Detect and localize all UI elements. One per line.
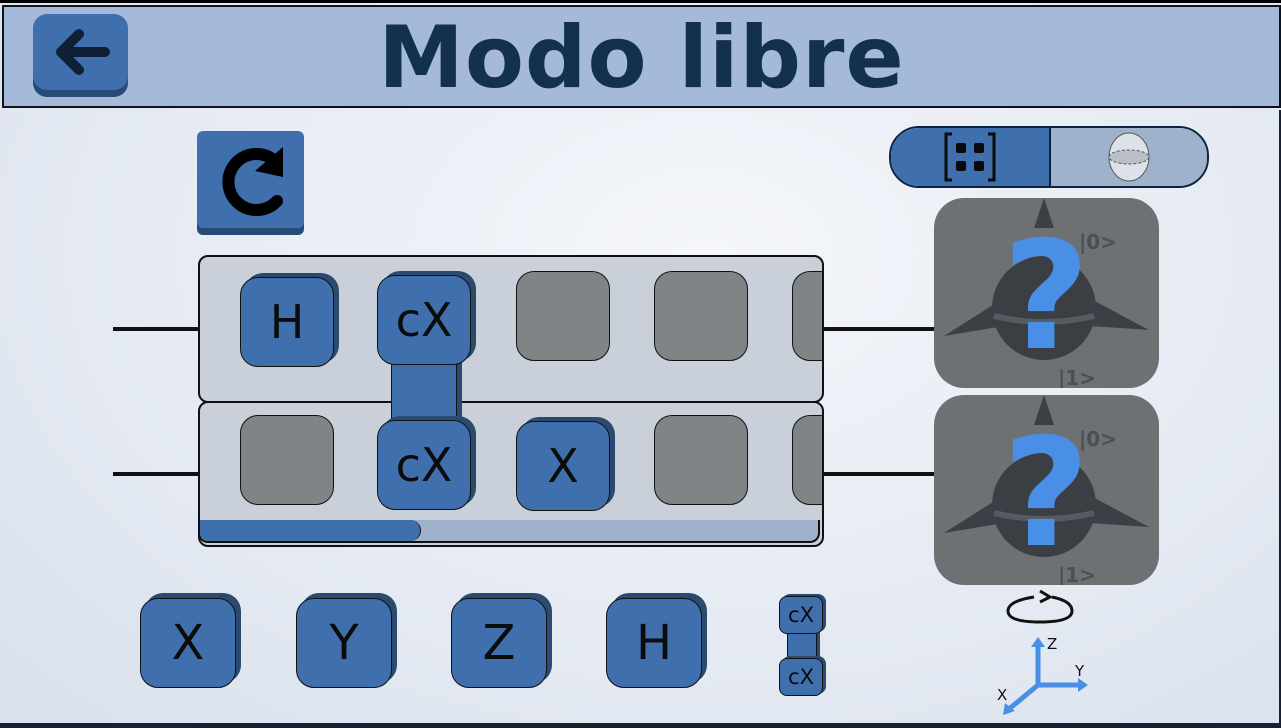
question-mark-icon: ? [1002, 407, 1089, 581]
palette-cx-control: cX [779, 596, 823, 634]
bloch-sphere-graphic [944, 198, 1149, 360]
palette-gate-h[interactable]: H [606, 598, 702, 688]
axis-y-label: Y [1075, 662, 1085, 680]
matrix-icon [944, 132, 996, 182]
bloch-sphere-icon [1108, 132, 1150, 182]
empty-slot[interactable] [792, 415, 822, 505]
qubit-wire-0-left [113, 327, 199, 331]
cx-connector [391, 362, 457, 424]
empty-slot[interactable] [654, 415, 748, 505]
ket-zero-label: |0> [1079, 230, 1117, 254]
ket-one-label: |1> [1058, 563, 1096, 585]
empty-slot[interactable] [516, 271, 610, 361]
empty-slot[interactable] [240, 415, 334, 505]
ket-zero-label: |0> [1079, 427, 1117, 451]
svg-text:?: ? [1002, 210, 1089, 384]
rotate-icon[interactable] [1000, 587, 1080, 627]
scrollbar-thumb[interactable] [200, 520, 421, 541]
redo-arrow-icon [222, 147, 283, 216]
header-bar: Modo libre [2, 5, 1281, 108]
qubit-wire-1-right [820, 472, 1000, 476]
circuit-gate-x[interactable]: X [516, 421, 610, 511]
matrix-view-option[interactable] [891, 128, 1051, 186]
axis-z-label: Z [1047, 635, 1058, 653]
circuit-gate-cx-target[interactable]: cX [377, 420, 471, 510]
axis-x-label: X [997, 686, 1008, 704]
axes-indicator: Z Y X [995, 635, 1095, 720]
circuit-scrollbar[interactable] [198, 520, 820, 543]
palette-gate-z[interactable]: Z [451, 598, 547, 688]
palette-cx-target: cX [779, 658, 823, 696]
circuit-gate-cx-control[interactable]: cX [377, 275, 471, 365]
bottom-border [0, 723, 1281, 728]
axes-icon [1003, 637, 1088, 715]
qubit-wire-0-right [820, 327, 960, 331]
empty-slot[interactable] [654, 271, 748, 361]
top-border [0, 0, 1281, 3]
bloch-sphere-graphic [944, 395, 1149, 557]
ket-one-label: |1> [1058, 366, 1096, 388]
bloch-sphere-qubit-1[interactable]: |0> |1> ? [934, 395, 1159, 585]
qubit-wire-1-left [113, 472, 199, 476]
qubit-row-0: H [198, 255, 824, 403]
view-toggle[interactable] [889, 126, 1209, 188]
page-title: Modo libre [378, 8, 905, 108]
bloch-view-option[interactable] [1051, 128, 1207, 186]
arrow-left-icon [56, 29, 110, 75]
circuit-gate-h[interactable]: H [240, 277, 334, 367]
bloch-sphere-qubit-0[interactable]: |0> |1> ? [934, 198, 1159, 388]
palette-gate-y[interactable]: Y [296, 598, 392, 688]
right-border [1279, 110, 1281, 728]
reset-button[interactable] [197, 131, 304, 228]
svg-text:?: ? [1002, 407, 1089, 581]
back-button[interactable] [33, 14, 128, 90]
palette-gate-x[interactable]: X [140, 598, 236, 688]
empty-slot[interactable] [792, 271, 822, 361]
question-mark-icon: ? [1002, 210, 1089, 384]
